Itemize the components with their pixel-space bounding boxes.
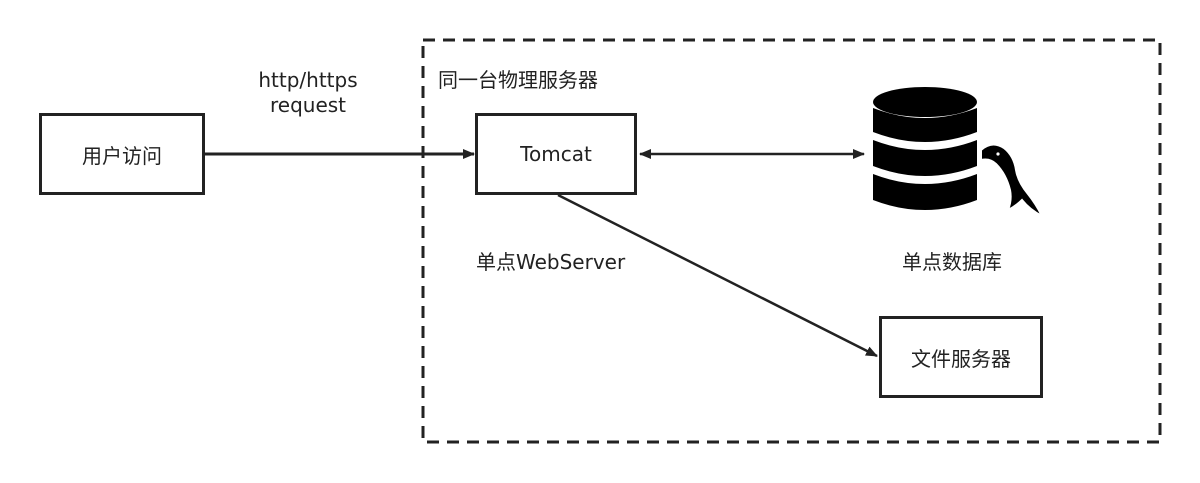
user-access-label: 用户访问 [82,143,162,168]
server-group-boundary [421,38,1162,444]
request-protocol-label: http/https request [258,68,358,118]
webserver-caption: 单点WebServer [476,250,626,274]
file-server-arrow [557,193,878,358]
mysql-database-icon [873,87,1045,219]
server-group-label: 同一台物理服务器 [438,68,598,92]
database-caption: 单点数据库 [902,250,1002,274]
tomcat-node: Tomcat [475,113,637,195]
file-server-label: 文件服务器 [911,346,1011,371]
tomcat-label: Tomcat [520,142,592,166]
user-access-node: 用户访问 [39,113,205,195]
file-server-node: 文件服务器 [879,316,1043,398]
request-protocol-line2: request [269,93,347,117]
request-protocol-line1: http/https [258,68,358,92]
